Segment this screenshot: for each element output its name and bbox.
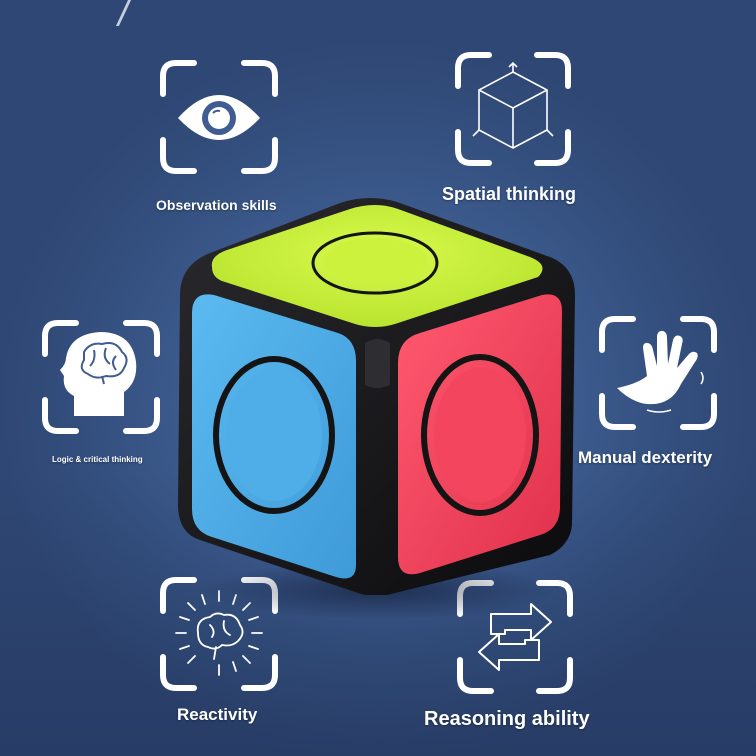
hand-icon	[617, 330, 704, 413]
left-spinner-ring	[213, 356, 335, 514]
cube-outline-icon	[472, 61, 554, 149]
brain-head-icon	[60, 332, 137, 416]
right-spinner-disc	[434, 368, 526, 502]
right-spinner-ring	[421, 354, 539, 516]
fidget-cube	[178, 198, 575, 595]
spatial-label: Spatial thinking	[442, 184, 577, 204]
logic-icon-frame	[40, 318, 162, 436]
top-spinner-ring	[311, 231, 439, 295]
eye-icon	[178, 95, 260, 140]
reasoning-label: Reasoning ability	[424, 708, 590, 730]
reactivity-label: Reactivity	[177, 705, 258, 724]
observation-label: Observation skills	[156, 197, 277, 213]
cube-edge-highlight	[365, 339, 390, 388]
logic-label: Logic & critical thinking	[52, 455, 143, 464]
spatial-icon-frame	[453, 50, 573, 168]
observation-icon-frame	[158, 58, 280, 176]
cycle-arrows-icon	[478, 603, 552, 671]
left-spinner-disc	[226, 369, 322, 501]
dexterity-icon-frame	[597, 314, 719, 432]
top-spinner-disc	[323, 238, 427, 284]
dexterity-label: Manual dexterity	[578, 448, 713, 467]
